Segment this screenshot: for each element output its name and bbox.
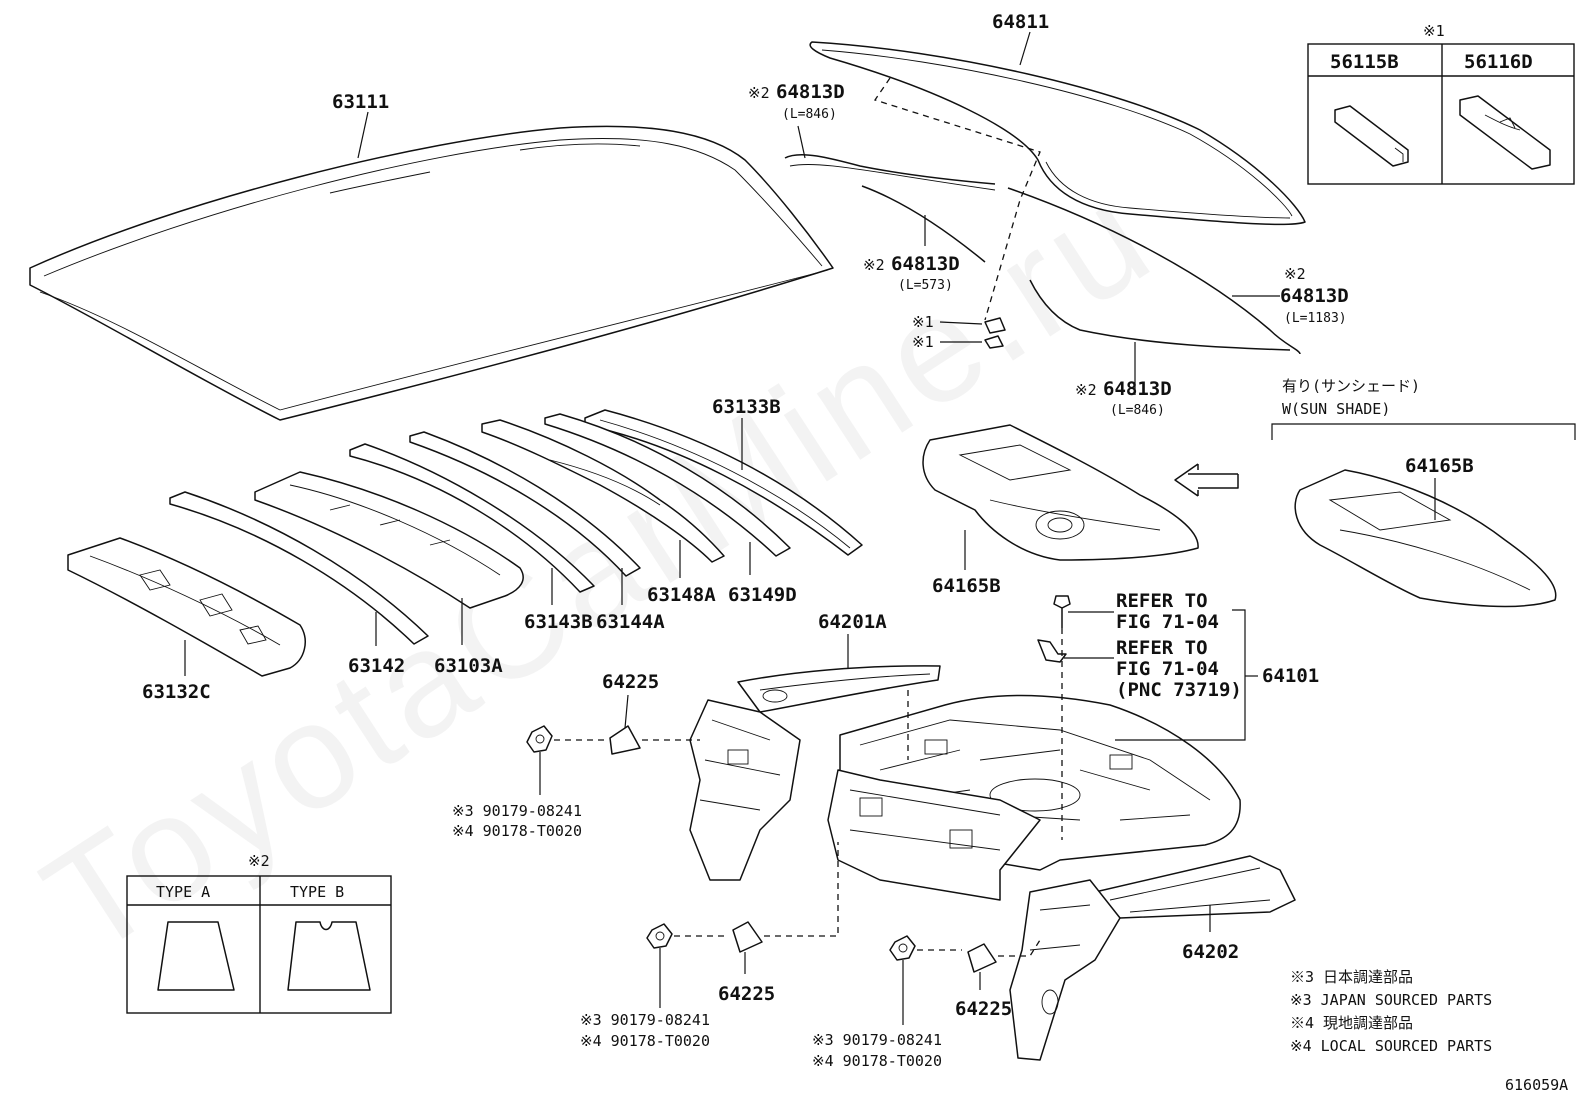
sourcing-legend: ※3 日本調達部品 ※3 JAPAN SOURCED PARTS ※4 現地調達… xyxy=(1290,968,1492,1055)
label-dam-lower-length: (L=846) xyxy=(1110,403,1165,418)
option-arrow xyxy=(1174,463,1239,497)
label-sunshade-en: W(SUN SHADE) xyxy=(1282,400,1390,418)
dam-lower[interactable] xyxy=(1029,279,1291,351)
back-window-glass[interactable] xyxy=(809,41,1306,226)
label-tray-panel-64202: 64202 xyxy=(1182,941,1239,963)
roof-panel[interactable] xyxy=(29,125,834,421)
label-nut-lower-left-line2: ※4 90178-T0020 xyxy=(580,1032,710,1050)
figure-id: 616059A xyxy=(1505,1076,1568,1094)
label-dam-upper-prefix: ※2 xyxy=(748,84,770,102)
type-table-col2: TYPE B xyxy=(290,883,344,901)
legend-line-1: ※3 日本調達部品 xyxy=(1290,968,1413,986)
label-dam-right-prefix: ※2 xyxy=(1284,265,1306,283)
tray-side-brace-left[interactable] xyxy=(689,699,801,881)
label-dam-upper: 64813D xyxy=(776,81,845,103)
gusset-lower-right-64225[interactable] xyxy=(967,943,997,973)
gusset-upper-64225[interactable] xyxy=(609,725,641,755)
emblem-clip-lower[interactable] xyxy=(984,335,1004,349)
emblem-table: ※1 56115B 56116D xyxy=(1307,22,1575,185)
label-gusset-lower-left: 64225 xyxy=(718,983,775,1005)
refer-bracket[interactable] xyxy=(1037,639,1067,663)
label-nut-upper-line1: ※3 90179-08241 xyxy=(452,802,582,820)
label-roof-bow-63103a: 63103A xyxy=(434,655,503,677)
label-roof-panel: 63111 xyxy=(332,91,389,113)
label-roof-bow-63143b: 63143B xyxy=(524,611,593,633)
label-gusset-upper: 64225 xyxy=(602,671,659,693)
dam-upper[interactable] xyxy=(784,153,996,191)
roof-bow-63144a[interactable] xyxy=(409,431,641,577)
type-table: ※2 TYPE A TYPE B xyxy=(126,852,392,1014)
nut-upper[interactable] xyxy=(526,725,553,753)
roof-bow-63142[interactable] xyxy=(169,491,429,645)
tray-panel-64201a[interactable] xyxy=(737,665,941,713)
label-nut-upper-line2: ※4 90178-T0020 xyxy=(452,822,582,840)
label-front-header-63132c: 63132C xyxy=(142,681,211,703)
label-dam-middle: 64813D xyxy=(891,253,960,275)
label-dam-lower: 64813D xyxy=(1103,378,1172,400)
type-table-mark: ※2 xyxy=(248,852,270,870)
package-tray-trim-sunshade[interactable] xyxy=(1294,469,1557,608)
emblem-56116d[interactable] xyxy=(1459,95,1551,170)
emblem-table-col2: 56116D xyxy=(1464,51,1533,73)
label-clip-mark-upper: ※1 xyxy=(912,313,934,331)
roof-bow-63148a[interactable] xyxy=(481,419,725,563)
label-roof-bow-63133b: 63133B xyxy=(712,396,781,418)
label-roof-bow-63148a: 63148A xyxy=(647,584,716,606)
label-nut-lower-right-line2: ※4 90178-T0020 xyxy=(812,1052,942,1070)
label-dam-right-length: (L=1183) xyxy=(1284,311,1347,326)
label-package-tray-trim: 64165B xyxy=(932,575,1001,597)
label-refer-1-line1: REFER TO xyxy=(1116,590,1208,612)
label-tray-panel-64201a: 64201A xyxy=(818,611,887,633)
legend-line-4: ※4 LOCAL SOURCED PARTS xyxy=(1290,1037,1492,1055)
label-dam-middle-prefix: ※2 xyxy=(863,256,885,274)
label-tray-panel-64101: 64101 xyxy=(1262,665,1319,687)
legend-line-3: ※4 現地調達部品 xyxy=(1290,1014,1413,1032)
refer-bolt[interactable] xyxy=(1053,595,1071,628)
label-dam-upper-length: (L=846) xyxy=(782,107,837,122)
roof-bow-63103a[interactable] xyxy=(254,471,524,609)
tray-panel-64202[interactable] xyxy=(1009,855,1296,1061)
dam-middle[interactable] xyxy=(861,185,986,263)
roof-bow-63133b[interactable] xyxy=(584,409,863,556)
emblem-clip-upper[interactable] xyxy=(984,317,1006,334)
dam-right[interactable] xyxy=(1007,187,1301,355)
label-refer-2-line3: (PNC 73719) xyxy=(1116,679,1242,701)
label-refer-2-line1: REFER TO xyxy=(1116,637,1208,659)
label-back-window-glass: 64811 xyxy=(992,11,1049,33)
nut-lower-left[interactable] xyxy=(646,923,673,949)
legend-line-2: ※3 JAPAN SOURCED PARTS xyxy=(1290,991,1492,1009)
label-nut-lower-left-line1: ※3 90179-08241 xyxy=(580,1011,710,1029)
label-refer-1-line2: FIG 71-04 xyxy=(1116,611,1219,633)
roof-bow-63143b[interactable] xyxy=(349,443,595,593)
label-sunshade-jp: 有り(サンシェード) xyxy=(1282,377,1420,395)
emblem-56115b[interactable] xyxy=(1334,105,1409,167)
tray-lower-back-panel[interactable] xyxy=(827,769,1041,901)
label-roof-bow-63149d: 63149D xyxy=(728,584,797,606)
label-dam-lower-prefix: ※2 xyxy=(1075,381,1097,399)
nut-lower-right[interactable] xyxy=(889,935,916,961)
label-package-tray-trim-sunshade: 64165B xyxy=(1405,455,1474,477)
emblem-table-col1: 56115B xyxy=(1330,51,1399,73)
gusset-lower-left-64225[interactable] xyxy=(732,921,763,953)
label-refer-2-line2: FIG 71-04 xyxy=(1116,658,1219,680)
roof-bow-63149d[interactable] xyxy=(544,413,791,557)
type-a-shape xyxy=(157,921,235,991)
emblem-table-mark: ※1 xyxy=(1423,22,1445,40)
label-roof-bow-63144a: 63144A xyxy=(596,611,665,633)
label-gusset-lower-right: 64225 xyxy=(955,998,1012,1020)
label-nut-lower-right-line1: ※3 90179-08241 xyxy=(812,1031,942,1049)
label-clip-mark-lower: ※1 xyxy=(912,333,934,351)
label-dam-right: 64813D xyxy=(1280,285,1349,307)
type-b-shape xyxy=(287,921,371,991)
type-table-col1: TYPE A xyxy=(156,883,210,901)
package-tray-trim[interactable] xyxy=(922,424,1199,561)
front-header-63132c[interactable] xyxy=(67,537,306,677)
label-roof-bow-63142: 63142 xyxy=(348,655,405,677)
label-dam-middle-length: (L=573) xyxy=(898,278,953,293)
